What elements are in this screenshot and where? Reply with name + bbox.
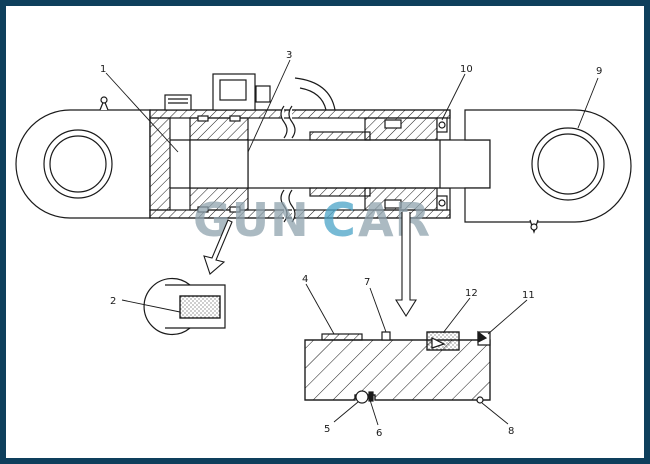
detail-gland-section [304,330,491,404]
leader-12 [442,297,471,334]
callout-1: 1 [100,64,106,75]
leader-2 [121,299,181,313]
callout-12: 12 [465,288,478,299]
right-rod-eye [464,109,632,234]
leader-8 [481,402,509,425]
callout-2: 2 [110,296,116,307]
callout-7: 7 [364,277,370,288]
callout-11: 11 [522,290,535,301]
callout-3: 3 [286,50,292,61]
callout-5: 5 [324,424,330,435]
callout-9: 9 [596,66,602,77]
leader-7 [369,287,387,333]
callout-4: 4 [302,274,308,285]
detail-arrows [203,212,417,318]
port-fittings [164,73,336,111]
callout-labels: 1 2 3 4 5 6 7 8 9 10 11 12 [100,50,602,439]
piston-rod [439,139,491,189]
leader-4 [305,283,335,335]
watermark-part1: GUN [193,193,310,247]
leader-6 [369,399,379,426]
watermark-part2: C [322,193,357,247]
leader-10 [441,73,466,121]
leader-5 [333,401,359,423]
leader-1 [105,72,179,153]
leader-11 [487,299,528,335]
piston [189,115,249,213]
callout-10: 10 [460,64,473,75]
callout-6: 6 [376,428,382,439]
callout-8: 8 [508,426,514,437]
break-lines [280,105,296,223]
leader-9 [577,77,599,129]
leader-3 [247,59,291,153]
watermark-part3: AR [358,193,431,247]
left-clevis-eye [15,96,151,219]
leader-lines [105,59,599,426]
watermark: GUN C AR [193,193,431,247]
rod-gland [309,117,448,211]
detail-seal-2 [143,277,226,336]
